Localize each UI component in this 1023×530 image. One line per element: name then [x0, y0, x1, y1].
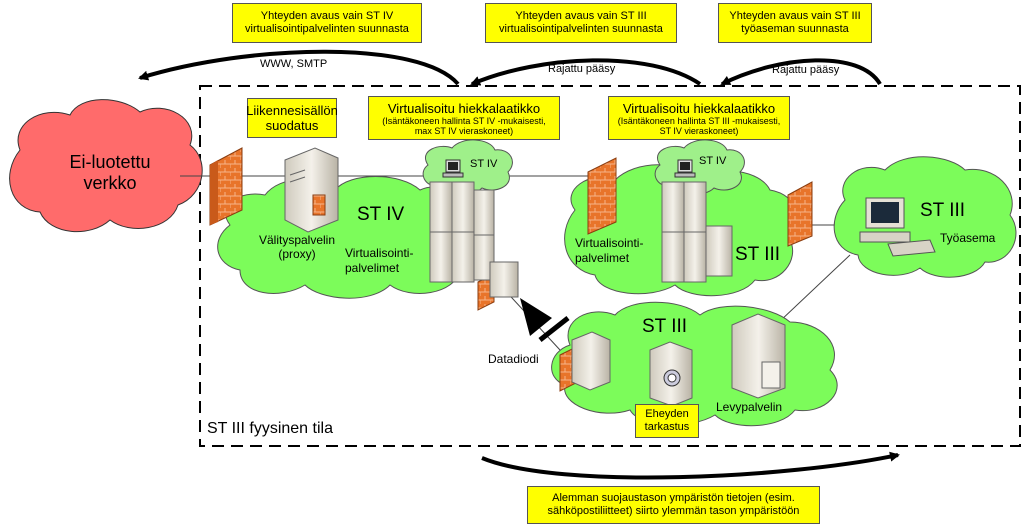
proxy-line: Välityspalvelin — [258, 233, 336, 247]
note-line: Yhteyden avaus vain ST III — [515, 10, 647, 22]
integrity-check-server-icon — [649, 341, 693, 407]
arrow-label-limited-2: Rajattu pääsy — [772, 64, 840, 76]
arrow-label-limited-1: Rajattu pääsy — [548, 63, 616, 75]
firewall-icon — [787, 181, 813, 247]
note-line: Alemman suojaustason ympäristön tietojen… — [552, 492, 795, 504]
sandbox-title: Virtualisoitu hiekkalaatikko — [387, 100, 541, 116]
proxy-server-icon — [284, 147, 339, 233]
note-line: Liikennesisällön — [246, 103, 338, 118]
proxy-label: Välityspalvelin (proxy) — [252, 233, 342, 261]
note-line: Yhteyden avaus vain ST III — [729, 10, 861, 22]
note-line: työaseman suunnasta — [741, 23, 849, 35]
server-icon — [571, 331, 611, 391]
note-line: virtualisointipalvelinten suunnasta — [245, 23, 409, 35]
arrow-limited-access-2 — [720, 58, 882, 86]
file-server-icon — [731, 313, 786, 399]
untrusted-line: verkko — [83, 173, 137, 193]
sandbox-sub: max ST IV vieraskoneet) — [414, 125, 514, 136]
virt-line: palvelimet — [345, 261, 400, 275]
note-bottom-transfer: Alemman suojaustason ympäristön tietojen… — [527, 486, 820, 524]
note-line: virtualisointipalvelinten suunnasta — [499, 23, 663, 35]
sandbox-sub: ST IV vieraskoneet) — [659, 125, 739, 136]
sandbox-sub: (Isäntäkoneen hallinta ST IV -mukaisesti… — [382, 115, 546, 126]
file-server-label: Levypalvelin — [716, 400, 783, 414]
terminal-icon — [674, 159, 696, 178]
note-sandbox-right: Virtualisoitu hiekkalaatikko (Isäntäkone… — [608, 96, 790, 140]
firewall-icon — [587, 157, 617, 235]
note-st3-server-connection: Yhteyden avaus vain ST III virtualisoint… — [485, 3, 677, 43]
note-line: sähköpostiliitteet) siirto ylemmän tason… — [547, 505, 800, 517]
sandbox-sub: (Isäntäkoneen hallinta ST III -mukaisest… — [617, 115, 781, 126]
untrusted-line: Ei-luotettu — [69, 152, 151, 172]
datadiode-icon — [520, 298, 570, 342]
note-st3-workstation-connection: Yhteyden avaus vain ST III työaseman suu… — [718, 3, 872, 43]
mini-cloud-st4-right-label: ST IV — [699, 155, 727, 167]
virtualization-servers-right-icon — [661, 181, 733, 283]
untrusted-network-label: Ei-luotettu verkko — [40, 152, 180, 194]
sandbox-title: Virtualisoitu hiekkalaatikko — [622, 100, 776, 116]
virt-servers-right-label: Virtualisointi- palvelimet — [575, 236, 643, 266]
proxy-line: (proxy) — [278, 247, 316, 261]
note-line: suodatus — [265, 118, 319, 133]
note-line: Eheyden — [645, 408, 689, 420]
virt-servers-left-label: Virtualisointi- palvelimet — [345, 246, 413, 276]
note-sandbox-left: Virtualisoitu hiekkalaatikko (Isäntäkone… — [368, 96, 560, 140]
virt-line: Virtualisointi- — [575, 236, 644, 250]
untrusted-network-cloud — [9, 99, 203, 233]
note-line: tarkastus — [644, 421, 690, 433]
workstation-icon — [859, 197, 936, 257]
arrow-www-smtp — [138, 49, 460, 86]
mini-cloud-st4-left-label: ST IV — [470, 158, 498, 170]
workstation-label: Työasema — [940, 231, 996, 245]
cloud-st4-label: ST IV — [357, 204, 405, 225]
cloud-st3-workstation — [833, 156, 1017, 278]
arrow-bottom-transfer — [481, 451, 900, 480]
cloud-st3-mid-label: ST III — [735, 244, 781, 265]
cloud-st3-ws-label: ST III — [920, 200, 966, 221]
datadiode-label: Datadiodi — [488, 352, 539, 366]
arrow-label-www-smtp: WWW, SMTP — [260, 58, 328, 70]
cloud-st3-bottom-label: ST III — [642, 316, 688, 337]
note-line: Yhteyden avaus vain ST IV — [260, 10, 394, 22]
physical-space-frame — [199, 85, 1021, 447]
note-traffic-filtering: Liikennesisällön suodatus — [246, 98, 338, 138]
virtualization-servers-left-icon — [429, 181, 519, 298]
note-integrity-check: Eheyden tarkastus — [635, 404, 699, 438]
physical-space-label: ST III fyysinen tila — [207, 420, 333, 437]
firewall-icon — [209, 147, 243, 226]
terminal-icon — [442, 159, 464, 178]
virt-line: Virtualisointi- — [345, 246, 414, 260]
note-st4-connection: Yhteyden avaus vain ST IV virtualisointi… — [232, 3, 422, 43]
virt-line: palvelimet — [575, 251, 630, 265]
arrow-limited-access-1 — [470, 58, 702, 86]
